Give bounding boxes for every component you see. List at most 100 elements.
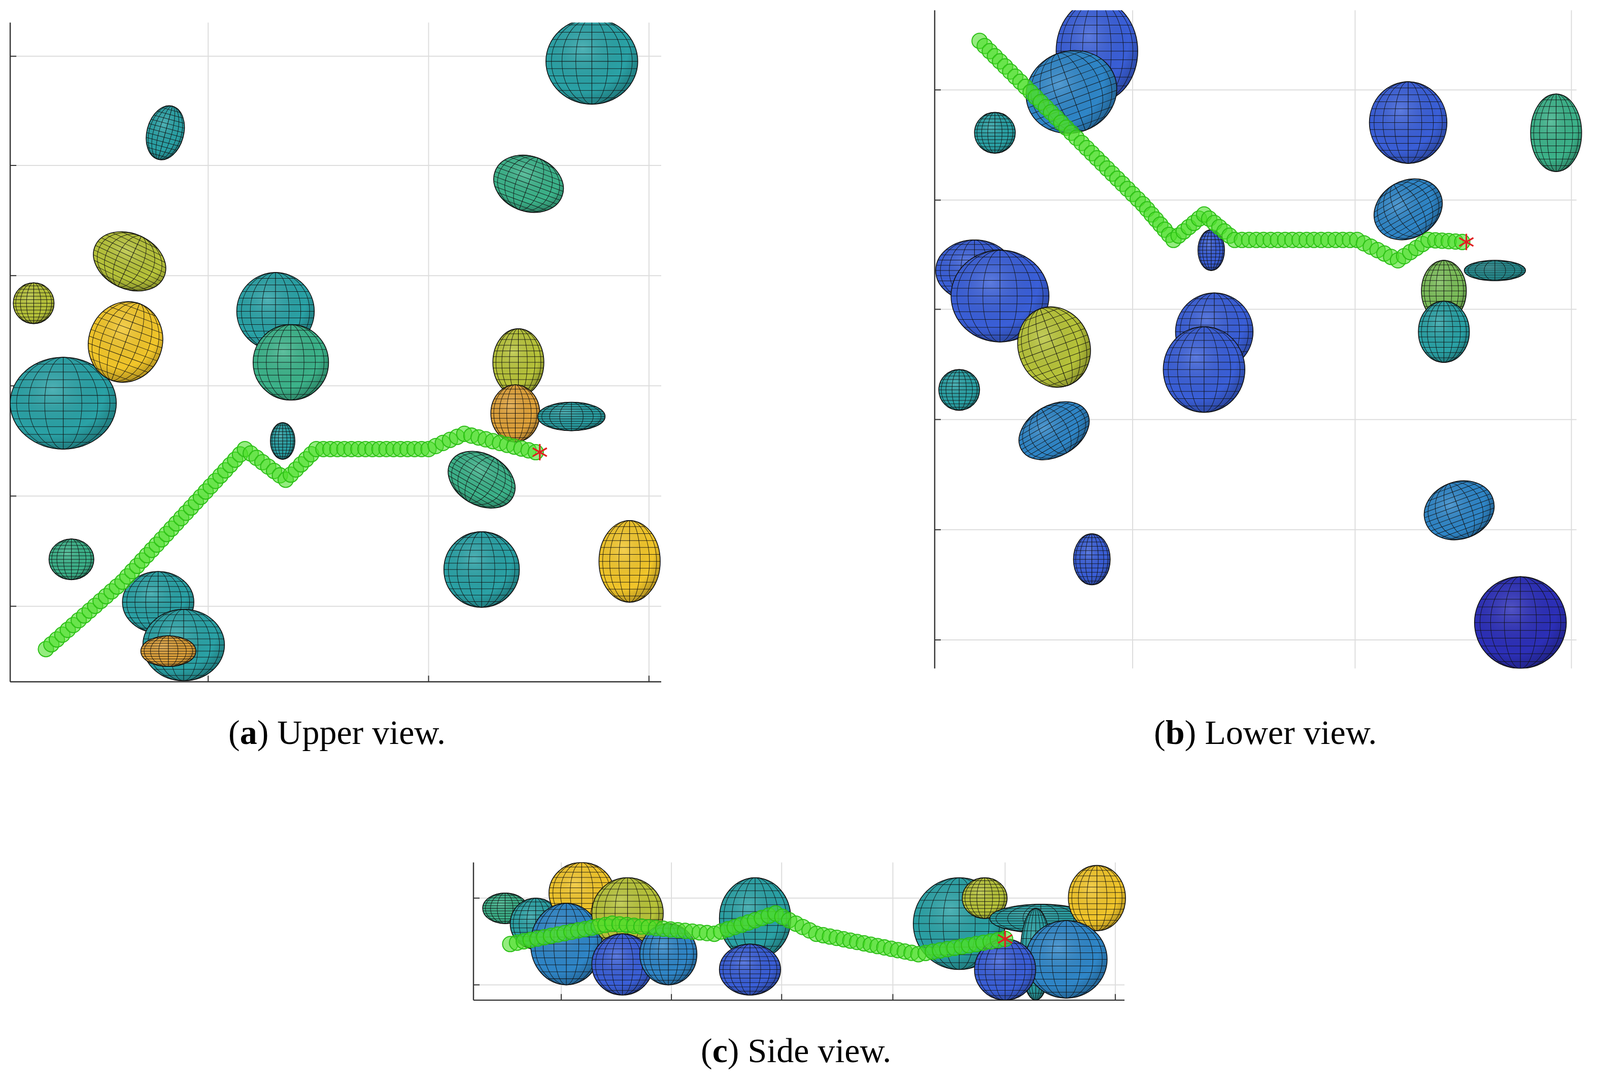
ellipsoid-shade xyxy=(1068,865,1126,931)
ellipsoid-body xyxy=(1163,326,1245,413)
mesh-line xyxy=(613,595,646,597)
mesh-line xyxy=(553,428,590,429)
mesh-line xyxy=(551,22,633,105)
ellipsoid-body xyxy=(546,22,638,105)
mesh-line xyxy=(502,199,539,213)
mesh-line xyxy=(1534,112,1578,114)
mesh-line xyxy=(558,31,626,33)
mesh-line xyxy=(567,24,617,26)
mesh-line xyxy=(96,266,147,290)
mesh-line xyxy=(1474,622,1567,623)
mesh-line xyxy=(13,306,54,308)
grid-line xyxy=(892,862,894,1000)
mesh-line xyxy=(974,135,1015,137)
mesh-line xyxy=(1427,502,1494,527)
mesh-line xyxy=(535,964,597,966)
mesh-line xyxy=(977,143,1013,144)
mesh-line xyxy=(601,889,654,890)
mesh-line xyxy=(519,155,555,168)
mesh-line xyxy=(1468,275,1522,277)
mesh-line xyxy=(263,387,319,389)
mesh-line xyxy=(499,338,538,340)
mesh-line xyxy=(1075,875,1118,877)
mesh-line xyxy=(954,311,1047,313)
ellipsoid-body xyxy=(1418,300,1470,363)
mesh-line xyxy=(1030,54,1094,78)
mesh-line xyxy=(1480,645,1560,646)
mesh-line xyxy=(22,320,45,321)
mesh-line xyxy=(1198,243,1224,244)
mesh-line xyxy=(491,418,540,419)
mesh-line xyxy=(1201,263,1221,265)
mesh-line xyxy=(461,453,516,485)
mesh-line xyxy=(131,581,185,582)
mesh-line xyxy=(446,582,518,583)
mesh-line xyxy=(142,656,195,657)
mesh-line xyxy=(1371,108,1445,110)
mesh-line xyxy=(1023,341,1090,366)
mesh-line xyxy=(1198,256,1224,258)
goal-marker xyxy=(532,448,548,457)
mesh-line xyxy=(1017,322,1081,346)
mesh-line xyxy=(720,964,781,966)
mesh-line xyxy=(962,894,1007,895)
mesh-line xyxy=(1068,892,1126,893)
mesh-line xyxy=(608,882,647,884)
mesh-line xyxy=(1081,870,1112,871)
axis-line xyxy=(934,10,936,669)
ellipsoid xyxy=(485,145,572,222)
mesh-line xyxy=(1371,135,1445,137)
mesh-line xyxy=(270,394,311,395)
mesh-line xyxy=(24,434,102,435)
mesh-line xyxy=(1383,200,1443,235)
mesh-line xyxy=(1472,263,1518,264)
mesh-line xyxy=(1176,324,1253,326)
mesh-line xyxy=(510,157,560,176)
mesh-line xyxy=(1021,412,1087,450)
mesh-line xyxy=(449,465,510,501)
mesh-line xyxy=(948,372,970,373)
grid-line xyxy=(934,199,1577,201)
mesh-line xyxy=(1419,342,1469,343)
mesh-line xyxy=(81,292,170,392)
mesh-line xyxy=(237,304,315,305)
mesh-line xyxy=(1380,195,1442,231)
mesh-line xyxy=(542,409,601,410)
mesh-line xyxy=(148,640,189,641)
mesh-line xyxy=(1044,926,1088,927)
ellipsoid xyxy=(1415,471,1503,550)
mesh-line xyxy=(941,379,977,380)
mesh-line xyxy=(500,163,564,187)
mesh-line xyxy=(1082,580,1102,582)
mesh-line xyxy=(958,272,1043,274)
mesh-line xyxy=(122,606,194,608)
mesh-line xyxy=(1028,945,1105,947)
tick-mark xyxy=(934,639,941,641)
mesh-line xyxy=(146,137,180,147)
mesh-line xyxy=(1056,42,1138,43)
mesh-line xyxy=(948,406,970,408)
mesh-line xyxy=(52,569,91,570)
ellipsoid-body xyxy=(140,635,196,667)
mesh-line xyxy=(1027,420,1089,457)
mesh-line xyxy=(979,118,1010,120)
mesh-line xyxy=(1424,275,1463,276)
mesh-line xyxy=(567,97,617,98)
mesh-line xyxy=(49,562,94,564)
mesh-line xyxy=(1073,559,1110,560)
mesh-line xyxy=(1464,271,1525,273)
mesh-line xyxy=(1477,637,1564,639)
mesh-line xyxy=(494,350,543,352)
mesh-line xyxy=(242,291,309,292)
axis-line xyxy=(9,22,11,682)
mesh-line xyxy=(54,545,88,546)
goal-marker xyxy=(1459,237,1474,247)
mesh-line xyxy=(647,974,690,976)
mesh-line xyxy=(989,995,1022,996)
mesh-line xyxy=(941,399,977,401)
mesh-line xyxy=(561,22,622,105)
mesh-line xyxy=(1073,554,1110,556)
mesh-line xyxy=(88,343,154,367)
mesh-line xyxy=(444,575,520,576)
